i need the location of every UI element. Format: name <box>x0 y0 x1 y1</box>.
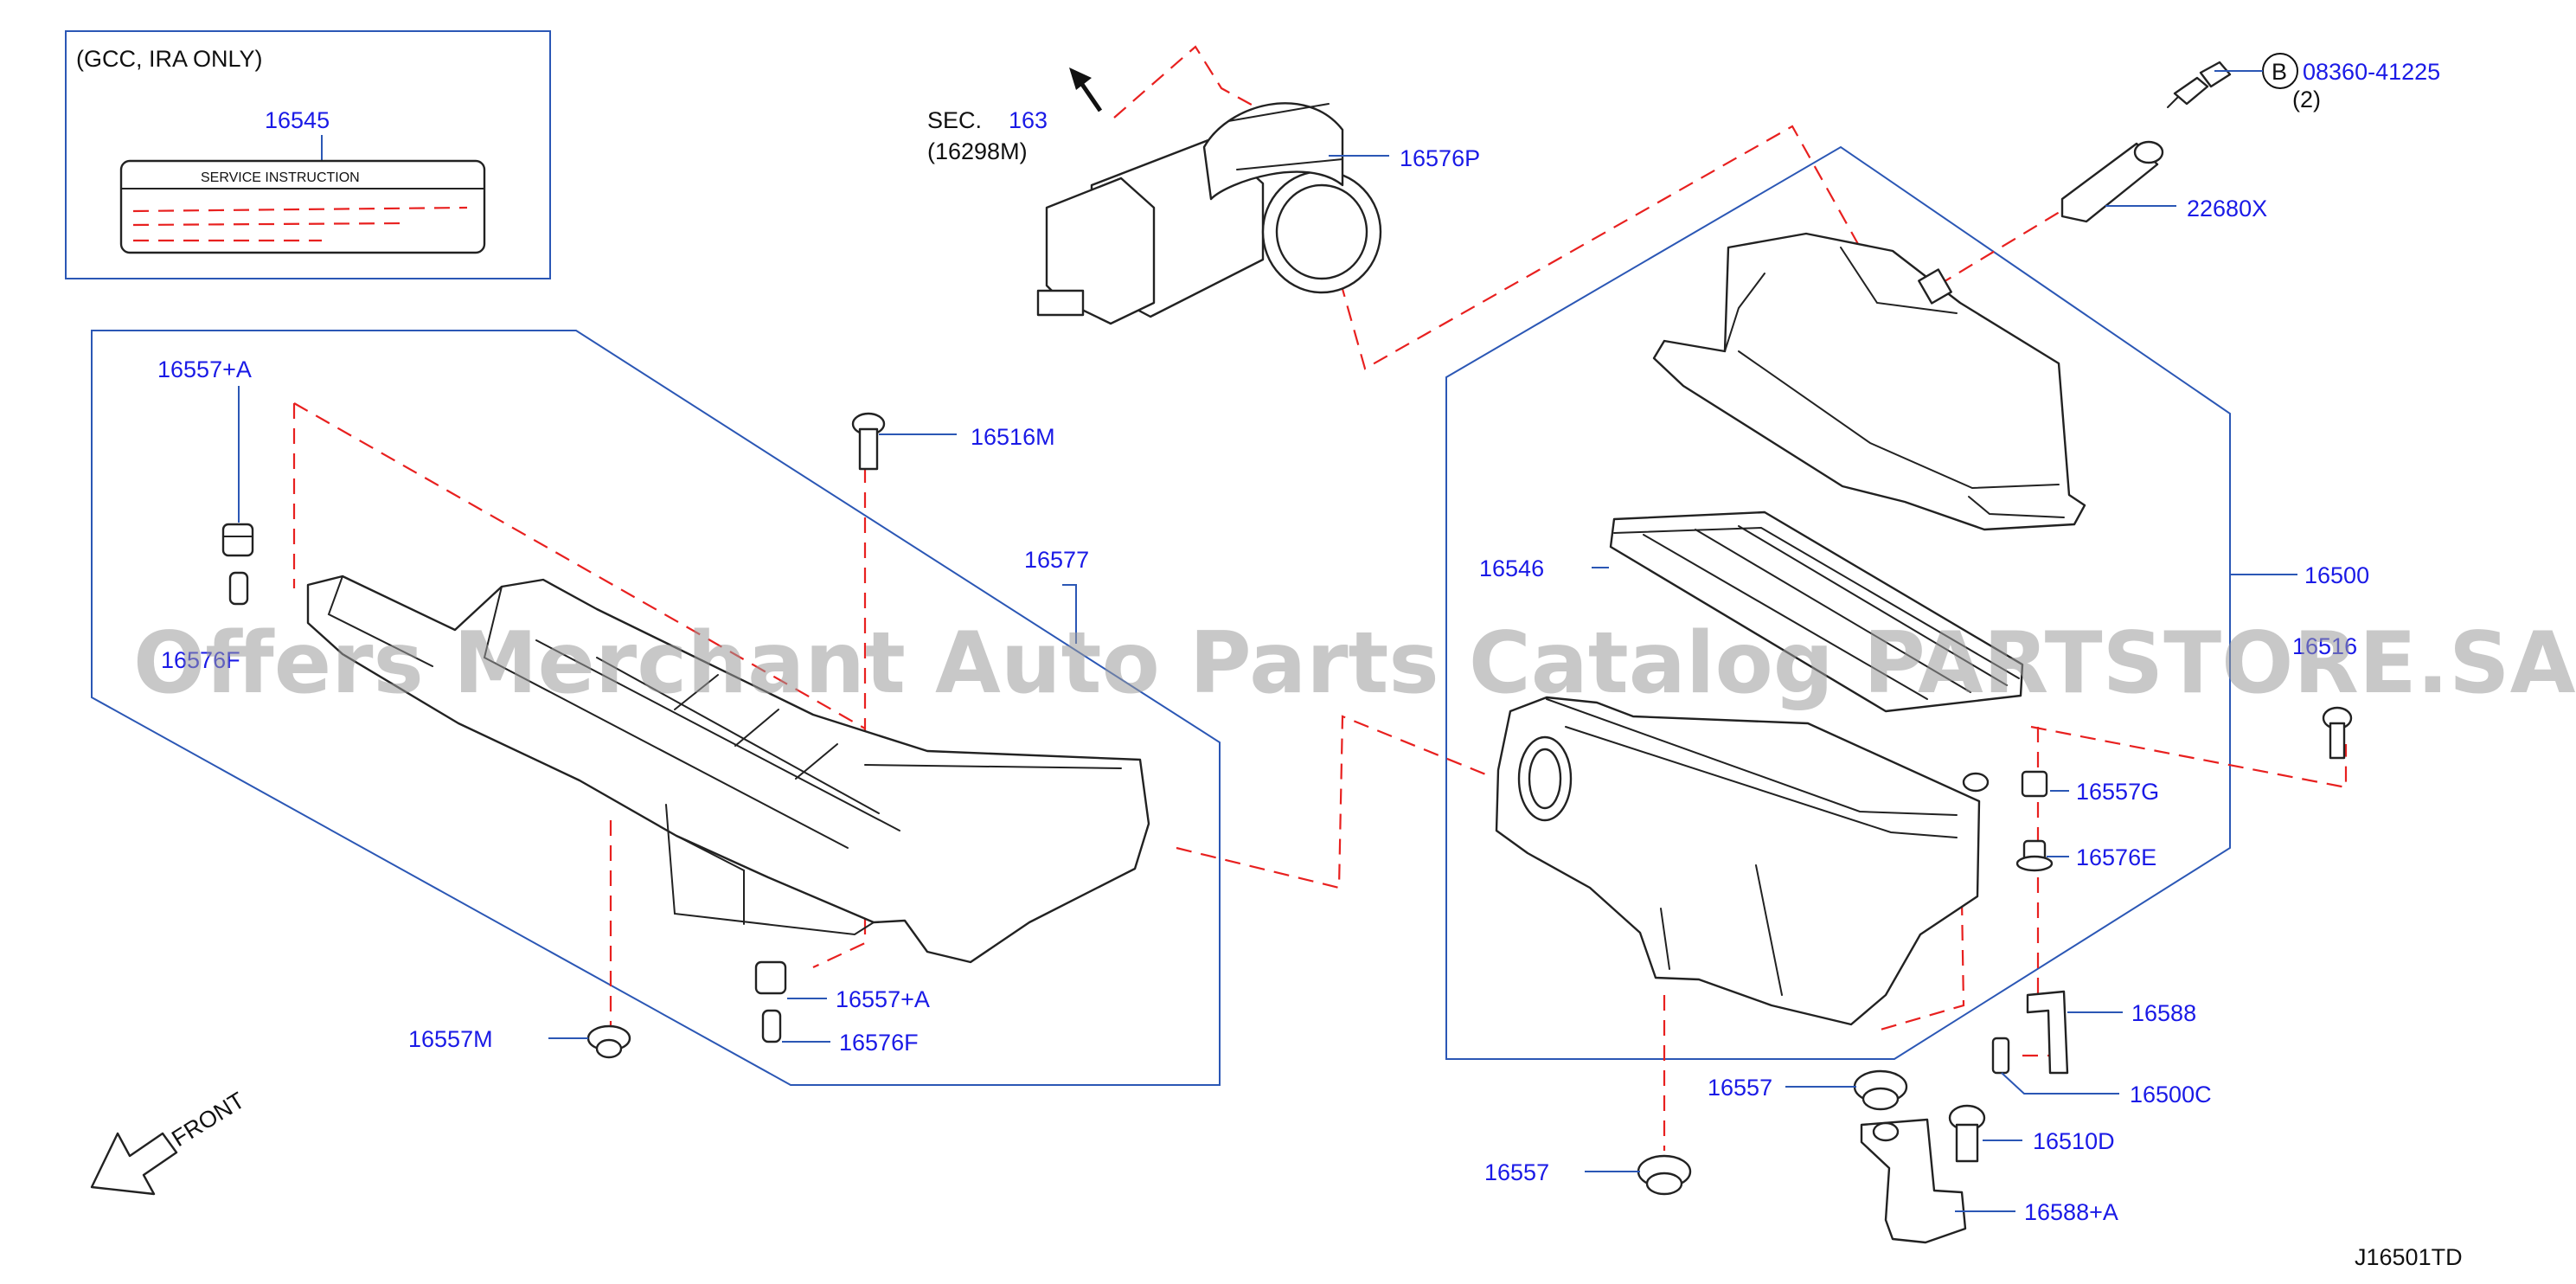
air-cleaner-assembly-outline <box>1445 145 2231 1060</box>
mass-air-flow-sensor-housing[interactable] <box>1036 102 1382 325</box>
label-16510d[interactable]: 16510D <box>2033 1128 2115 1154</box>
label-16500c[interactable]: 16500C <box>2130 1082 2212 1107</box>
label-16516m[interactable]: 16516M <box>971 424 1055 450</box>
label-16516[interactable]: 16516 <box>2292 633 2357 659</box>
pin-16576f-top[interactable] <box>228 571 249 606</box>
bolt-08360-41225[interactable] <box>2167 61 2232 108</box>
section-ref-prefix: SEC. <box>927 107 982 133</box>
sensor-22680x[interactable] <box>1918 140 2164 305</box>
diagram-code: J16501TD <box>2355 1244 2463 1270</box>
watermark-text: Offers Merchant Auto Parts Catalog PARTS… <box>133 614 2576 713</box>
bolt-ref-qty: (2) <box>2292 87 2321 112</box>
label-16557a-bottom[interactable]: 16557+A <box>836 986 930 1012</box>
bolt-16510d[interactable] <box>1948 1104 1986 1163</box>
label-16588[interactable]: 16588 <box>2131 1000 2196 1026</box>
section-ref-sub: (16298M) <box>927 138 1028 164</box>
service-instruction-label <box>119 159 486 254</box>
bolt-ref-letter: B <box>2272 59 2287 85</box>
bolt-16516m[interactable] <box>851 412 886 471</box>
grommet-16557-mid[interactable] <box>1853 1069 1908 1111</box>
duct-assembly-outline <box>91 330 1221 1086</box>
pin-16576f-bottom[interactable] <box>761 1009 782 1043</box>
bracket-16588a[interactable] <box>1860 1118 1967 1244</box>
label-22680x[interactable]: 22680X <box>2187 196 2267 221</box>
air-cleaner-lower-case[interactable] <box>1495 696 1990 1026</box>
label-16546[interactable]: 16546 <box>1479 555 1544 581</box>
label-16557g[interactable]: 16557G <box>2076 779 2159 805</box>
air-filter-element[interactable] <box>1609 510 2024 713</box>
label-16557m[interactable]: 16557M <box>408 1026 493 1052</box>
service-instruction-caption: SERVICE INSTRUCTION <box>201 170 360 185</box>
region-note-title: (GCC, IRA ONLY) <box>76 46 263 72</box>
label-16577[interactable]: 16577 <box>1024 547 1089 573</box>
inlet-duct-16577[interactable] <box>306 575 1150 964</box>
label-16500[interactable]: 16500 <box>2304 562 2369 588</box>
clip-16557g[interactable] <box>2021 770 2048 798</box>
label-16557a-top[interactable]: 16557+A <box>157 356 252 382</box>
front-label: FRONT <box>167 1087 249 1152</box>
front-arrow-icon <box>90 1132 178 1196</box>
bolt-16516[interactable] <box>2322 706 2353 760</box>
label-16576f-top[interactable]: 16576F <box>161 647 240 673</box>
label-16576p[interactable]: 16576P <box>1400 145 1480 171</box>
assembly-dashed-lines <box>292 45 2348 1151</box>
grommet-16557a-bottom[interactable] <box>754 960 787 995</box>
grommet-16557-bottom[interactable] <box>1637 1154 1692 1196</box>
pin-16576e[interactable] <box>2015 839 2054 872</box>
label-leaders <box>238 155 2297 1212</box>
label-16557-bottom[interactable]: 16557 <box>1484 1159 1549 1185</box>
bracket-16588[interactable] <box>2026 990 2069 1075</box>
label-16588a[interactable]: 16588+A <box>2024 1199 2118 1225</box>
label-16576e[interactable]: 16576E <box>2076 844 2156 870</box>
label-16557-mid[interactable]: 16557 <box>1708 1075 1772 1101</box>
grommet-16557a-top[interactable] <box>221 523 254 557</box>
section-ref-number[interactable]: 163 <box>1009 107 1048 133</box>
direction-arrow-icon <box>1069 67 1103 112</box>
air-cleaner-upper-cover[interactable] <box>1652 232 2086 531</box>
grommet-16557m[interactable] <box>586 1024 631 1059</box>
region-note-box: (GCC, IRA ONLY) 16545 SERVICE INSTRUCTIO… <box>65 30 551 279</box>
bolt-16500c[interactable] <box>1991 1037 2010 1075</box>
label-08360-41225[interactable]: 08360-41225 <box>2303 59 2440 85</box>
label-16576f-bottom[interactable]: 16576F <box>839 1030 919 1056</box>
label-16545[interactable]: 16545 <box>265 107 330 133</box>
